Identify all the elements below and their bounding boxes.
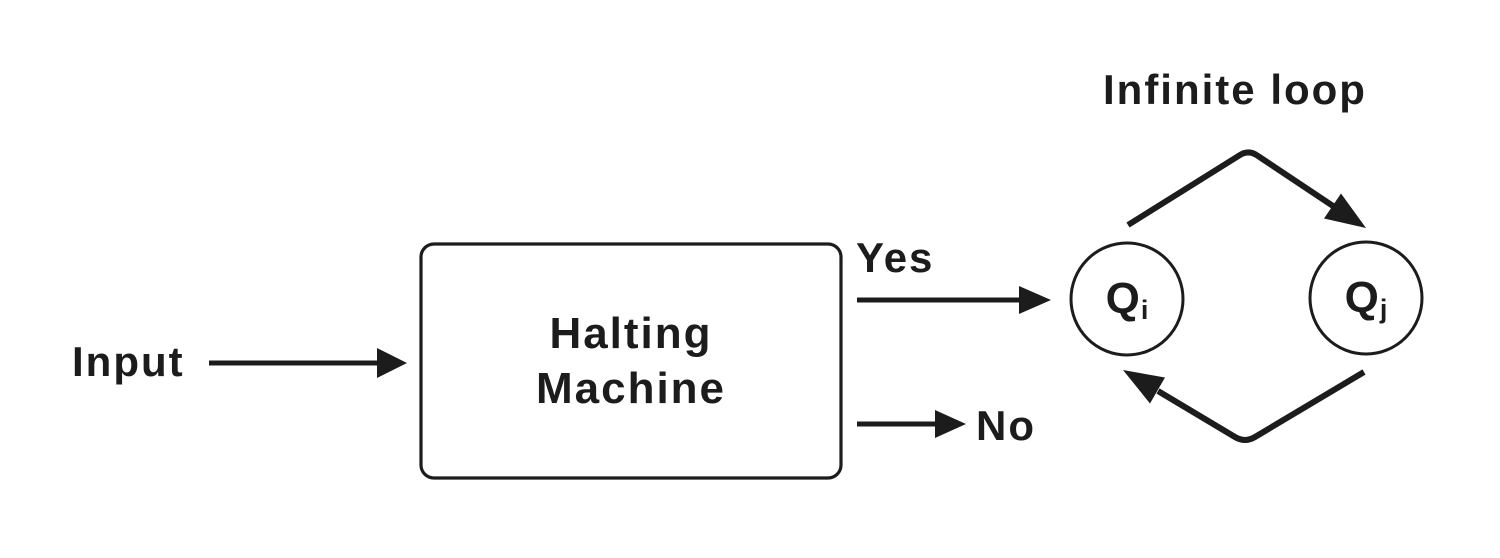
loop-arrow-qi-to-qj — [1126, 149, 1366, 228]
state-qi-base: Q — [1105, 274, 1140, 323]
yes-arrow — [857, 286, 1051, 314]
state-qj-circle — [1308, 240, 1424, 356]
yes-arrowhead-icon — [1019, 286, 1051, 314]
state-qi-circle — [1069, 241, 1185, 357]
no-arrow — [857, 410, 966, 438]
machine-label-line1: Halting — [549, 309, 713, 358]
state-qi-subscript: i — [1140, 294, 1149, 325]
loop-top-arrowhead-icon — [1324, 193, 1366, 228]
machine-label-line2: Machine — [535, 364, 727, 413]
no-arrowhead-icon — [935, 410, 966, 438]
yes-label: Yes — [856, 234, 935, 281]
loop-bottom-arrowhead-icon — [1123, 370, 1165, 404]
no-label: No — [976, 402, 1036, 449]
input-arrow — [209, 348, 407, 378]
input-label: Input — [72, 338, 185, 385]
state-qj-subscript: j — [1379, 293, 1388, 324]
state-qj-base: Q — [1344, 273, 1379, 322]
infinite-loop-label: Infinite loop — [1103, 66, 1367, 113]
input-arrowhead-icon — [377, 348, 407, 378]
machine-box — [419, 242, 843, 480]
machine-box-label: Halting Machine — [421, 244, 841, 478]
loop-arrow-qj-to-qi — [1123, 369, 1366, 443]
